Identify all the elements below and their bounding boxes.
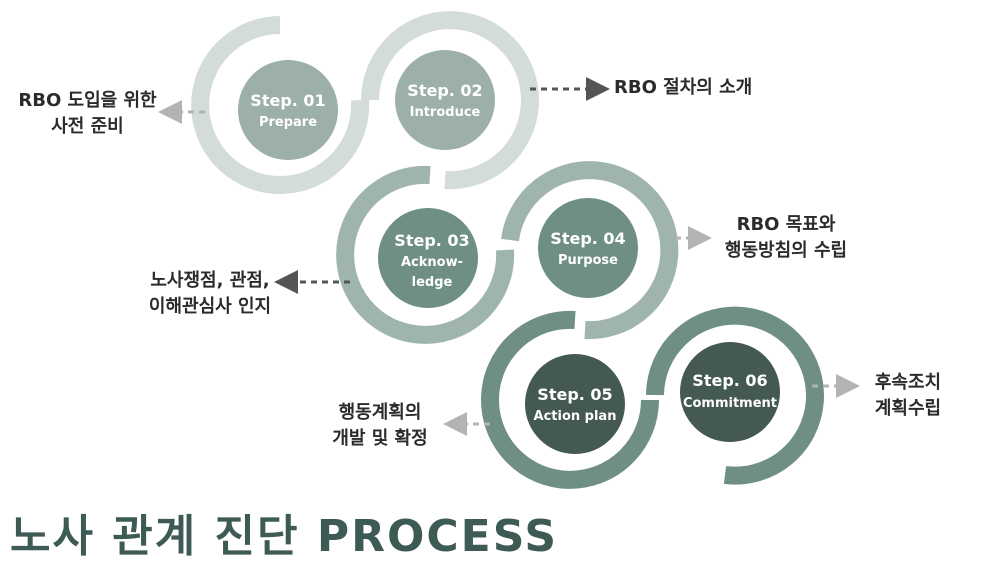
step-06-note-line1: 후속조치 bbox=[874, 372, 942, 393]
step-05-note: 행동계획의 개발 및 확정 bbox=[330, 400, 430, 452]
step-06-number: Step. 06 bbox=[692, 371, 767, 390]
step-05-ring bbox=[481, 310, 659, 489]
step-01-note: RBO 도입을 위한 사전 준비 bbox=[15, 88, 160, 140]
step-02-number: Step. 02 bbox=[407, 81, 482, 100]
step-05-note-line1: 행동계획의 bbox=[338, 402, 422, 423]
step-04-note-line1: RBO 목표와 bbox=[736, 214, 836, 235]
step-02-note: RBO 절차의 소개 bbox=[614, 75, 752, 101]
step-06-name: Commitment bbox=[683, 396, 777, 411]
step-05-number: Step. 05 bbox=[537, 385, 612, 404]
step-04-note-line2: 행동방침의 수립 bbox=[724, 240, 848, 261]
step-06-ring bbox=[646, 306, 824, 485]
step-04-name: Purpose bbox=[558, 253, 618, 268]
step-06-circle bbox=[680, 342, 780, 442]
step-06-note-line2: 계획수립 bbox=[874, 398, 942, 419]
step-02-ring bbox=[361, 11, 539, 190]
step-03-note-line2: 이해관심사 인지 bbox=[148, 296, 272, 317]
step-03-note-line1: 노사쟁점, 관점, bbox=[150, 270, 270, 291]
step-02-note-line1: RBO 절차의 소개 bbox=[614, 77, 753, 98]
step-01-note-line2: 사전 준비 bbox=[51, 116, 124, 137]
step-03-number: Step. 03 bbox=[394, 231, 469, 250]
step-03-note: 노사쟁점, 관점, 이해관심사 인지 bbox=[140, 268, 280, 320]
step-04-ring bbox=[501, 161, 679, 340]
step-01-number: Step. 01 bbox=[250, 91, 325, 110]
step-05-note-line2: 개발 및 확정 bbox=[332, 428, 428, 449]
step-01-circle bbox=[238, 60, 338, 160]
step-01-note-line1: RBO 도입을 위한 bbox=[18, 90, 157, 111]
step-05-name: Action plan bbox=[534, 409, 617, 424]
page-title: 노사 관계 진단 PROCESS bbox=[10, 511, 559, 562]
step-03-ring bbox=[336, 165, 515, 344]
step-04-note: RBO 목표와 행동방침의 수립 bbox=[716, 212, 856, 264]
step-01-ring bbox=[191, 16, 370, 194]
step-02-name: Introduce bbox=[410, 105, 481, 120]
step-04-circle bbox=[538, 198, 638, 298]
step-06-note: 후속조치 계획수립 bbox=[862, 370, 954, 422]
step-03-circle bbox=[378, 208, 478, 308]
step-04-number: Step. 04 bbox=[550, 229, 625, 248]
step-02-circle bbox=[395, 50, 495, 150]
step-01-name: Prepare bbox=[259, 115, 317, 130]
step-03-name-line1: Acknow- bbox=[401, 255, 463, 270]
step-03-name-line2: ledge bbox=[412, 275, 453, 290]
step-05-circle bbox=[525, 354, 625, 454]
